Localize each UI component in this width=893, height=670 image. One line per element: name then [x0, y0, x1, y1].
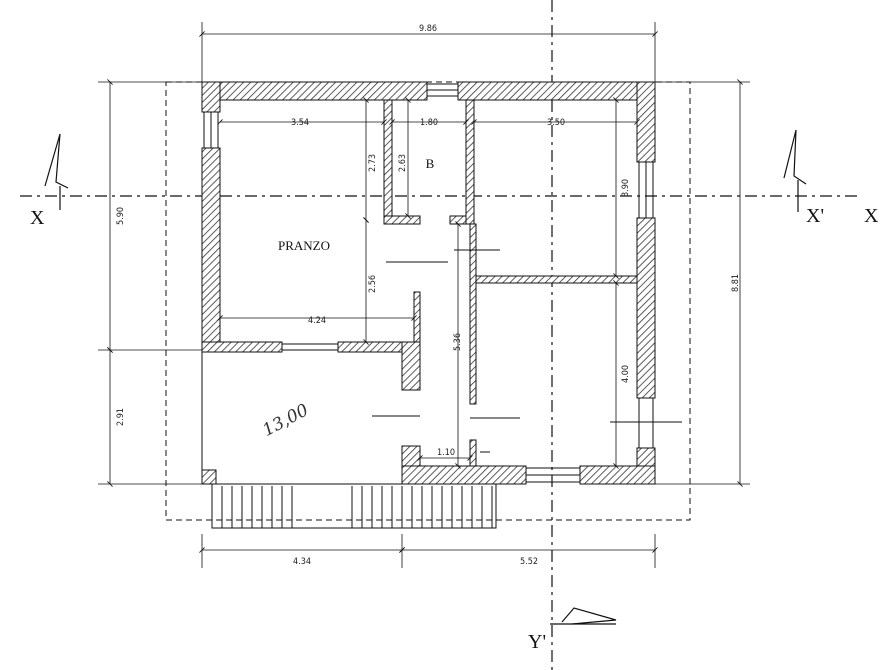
dim-dining-height-lower: 2.56 — [368, 275, 378, 293]
section-label-x-prime: X' — [806, 205, 824, 227]
dim-corridor-height: 5.36 — [453, 333, 463, 351]
dim-right-total: 8.81 — [731, 274, 741, 292]
dim-corridor-width: 1.10 — [437, 448, 455, 458]
dim-bath-width: 1.80 — [420, 118, 438, 128]
section-label-x-left: X — [30, 207, 45, 229]
dimension-lines — [98, 22, 750, 568]
porch — [201, 350, 497, 529]
handwritten-note: 13,00 — [259, 400, 312, 441]
dim-dining-width: 3.54 — [291, 118, 309, 128]
dim-top-total: 9.86 — [419, 24, 437, 34]
door-marks — [372, 249, 682, 453]
dim-bottom-left: 4.34 — [293, 557, 311, 567]
section-arrow-right-icon — [783, 129, 807, 212]
dim-right-room-upper-height: 3.90 — [621, 179, 631, 197]
room-label-bath: B — [426, 156, 435, 171]
room-label-dining: PRANZO — [278, 238, 330, 253]
section-label-x-right: X — [864, 205, 879, 227]
dim-dining-width-bottom: 4.24 — [308, 316, 326, 326]
section-arrow-left-icon — [44, 133, 69, 210]
dim-dining-height-upper: 2.73 — [368, 154, 378, 172]
roof-outline — [165, 81, 691, 521]
dim-left-upper: 5.90 — [116, 207, 126, 225]
dim-bath-height: 2.63 — [398, 154, 408, 172]
windows — [203, 83, 654, 483]
dim-bottom-right: 5.52 — [520, 557, 538, 567]
dim-right-room-width: 3.50 — [547, 118, 565, 128]
dim-left-lower: 2.91 — [116, 408, 126, 426]
dim-right-room-lower-height: 4.00 — [621, 365, 631, 383]
section-arrow-bottom-icon — [550, 607, 617, 625]
section-label-y-prime: Y' — [528, 631, 546, 653]
walls — [201, 81, 656, 485]
